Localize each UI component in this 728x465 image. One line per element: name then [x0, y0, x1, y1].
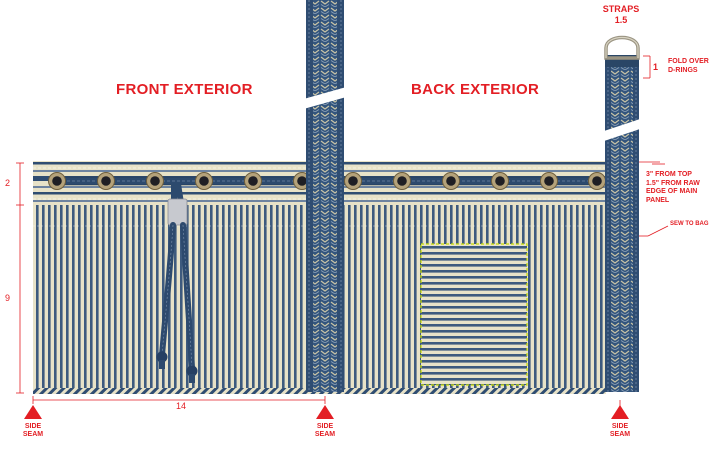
grommet-icon	[244, 172, 262, 190]
strap-cut-mark	[598, 117, 646, 143]
fold-over-dimension: 1	[653, 62, 659, 72]
grommet-icon	[491, 172, 509, 190]
back-pocket	[420, 243, 528, 386]
grommet-icon	[344, 172, 362, 190]
grommet-icon	[97, 172, 115, 190]
straps-width-value: 1.5	[614, 15, 628, 25]
back-exterior-title: BACK EXTERIOR	[411, 81, 540, 98]
placement-line-2: 1.5" FROM RAW	[646, 179, 700, 187]
grommets	[48, 172, 606, 190]
cord-knot	[156, 351, 168, 363]
straps-label: STRAPS 1.5	[597, 4, 645, 26]
side-seam-line-1: SIDE	[316, 423, 334, 430]
panel-width-dimension: 14	[176, 401, 187, 411]
grommet-icon	[48, 172, 66, 190]
front-exterior-title: FRONT EXTERIOR	[116, 81, 253, 98]
placement-line-4: PANEL	[646, 196, 670, 204]
drawstring-tails	[156, 183, 198, 383]
strap-placement-note: 3" FROM TOP 1.5" FROM RAW EDGE OF MAIN P…	[646, 171, 700, 205]
fold-over-line-2: D-RINGS	[668, 66, 698, 74]
grommet-icon	[146, 172, 164, 190]
fold-over-line-1: FOLD OVER	[668, 58, 709, 65]
right-strap	[598, 35, 646, 392]
fold-over-note: FOLD OVER D-RINGS	[668, 58, 709, 75]
side-seam-line-2: SEAM	[314, 431, 336, 438]
placement-line-1: 3" FROM TOP	[646, 171, 692, 178]
grommet-icon	[540, 172, 558, 190]
placement-line-3: EDGE OF MAIN	[646, 188, 698, 195]
grommet-icon	[195, 172, 213, 190]
side-seam-line-2: SEAM	[22, 431, 44, 438]
middle-strap	[300, 0, 350, 392]
side-seam-markers	[24, 405, 629, 419]
straps-label-text: STRAPS	[602, 4, 640, 14]
dimension-lines	[16, 55, 669, 406]
grommet-icon	[442, 172, 460, 190]
side-seam-label-middle: SIDE SEAM	[311, 423, 339, 439]
side-seam-triangle-icon	[24, 405, 42, 419]
sew-to-bag-note: SEW TO BAG	[670, 221, 709, 227]
side-seam-line-1: SIDE	[24, 423, 42, 430]
side-seam-triangle-icon	[316, 405, 334, 419]
grommet-icon	[393, 172, 411, 190]
side-seam-label-right: SIDE SEAM	[606, 423, 634, 439]
grommet-icon	[588, 172, 606, 190]
panel-height-dimension: 9	[5, 293, 11, 303]
side-seam-line-1: SIDE	[611, 423, 629, 430]
side-seam-triangle-icon	[611, 405, 629, 419]
strap-cut-mark	[300, 86, 350, 110]
side-seam-line-2: SEAM	[609, 431, 631, 438]
side-seam-label-left: SIDE SEAM	[19, 423, 47, 439]
top-band-dimension: 2	[5, 178, 11, 188]
cord-stopper	[167, 198, 188, 226]
cord-knot	[186, 365, 198, 377]
